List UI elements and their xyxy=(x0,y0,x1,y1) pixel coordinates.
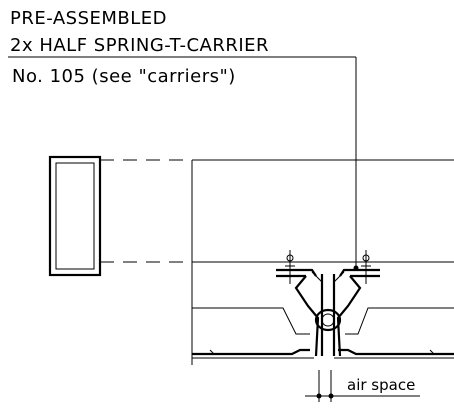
hollow-section xyxy=(48,155,102,277)
label-pre-assembled: PRE-ASSEMBLED xyxy=(10,8,167,29)
air-space-dimension: air space xyxy=(305,370,420,402)
leader-dot xyxy=(353,265,359,271)
label-carrier-number: No. 105 (see "carriers") xyxy=(12,66,236,87)
label-half-spring-carrier: 2x HALF SPRING-T-CARRIER xyxy=(10,35,269,56)
spring-t-carrier xyxy=(276,250,380,357)
lower-panels xyxy=(192,307,454,359)
carrier-label-block: PRE-ASSEMBLED 2x HALF SPRING-T-CARRIER N… xyxy=(8,8,357,268)
screw-left xyxy=(285,250,295,284)
screw-right xyxy=(361,250,371,284)
projection-lines xyxy=(100,159,192,263)
air-space-label: air space xyxy=(347,376,415,394)
body-outline xyxy=(191,159,454,365)
